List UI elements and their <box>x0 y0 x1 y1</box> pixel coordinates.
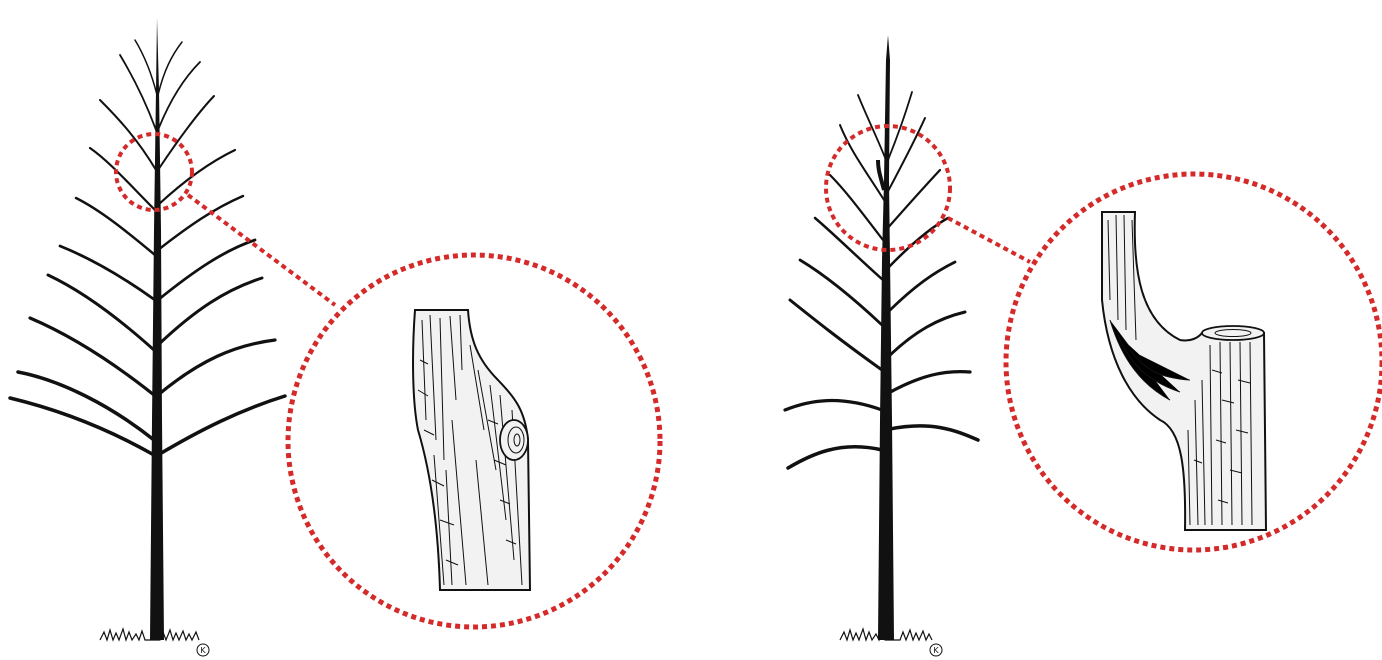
figure-left: K <box>0 0 690 660</box>
tree-diagram-left: K <box>0 0 690 660</box>
grass <box>100 629 199 640</box>
tree-diagram-right: K <box>690 0 1382 660</box>
artist-mark-text: K <box>933 646 939 655</box>
artist-mark-text: K <box>200 646 206 655</box>
trunk-detail <box>413 310 530 590</box>
zoom-connector <box>948 218 1030 262</box>
trunk-detail <box>1102 212 1266 530</box>
zoom-connector <box>188 195 335 305</box>
stub-cut-face <box>1202 326 1264 340</box>
figure-right: K <box>690 0 1382 660</box>
tree-trunk <box>150 18 164 640</box>
tree-branches <box>10 40 285 455</box>
tree-stub <box>878 160 884 190</box>
zoom-target-circle <box>116 134 192 210</box>
